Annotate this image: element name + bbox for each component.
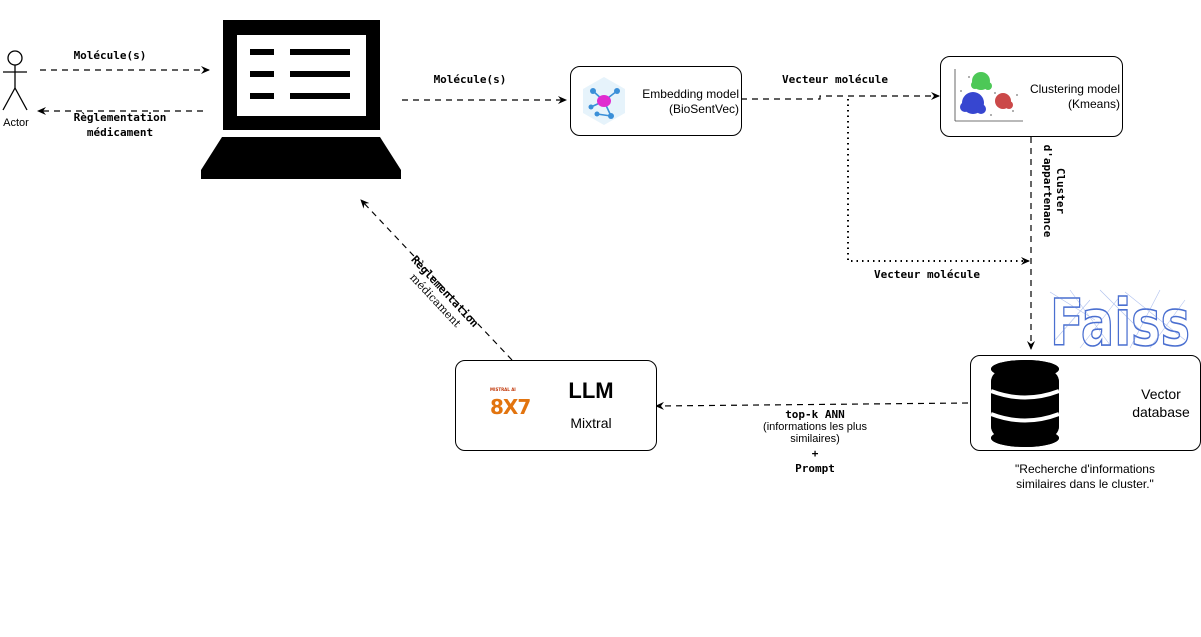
embedding-model-subtitle: (BioSentVec) xyxy=(668,102,739,116)
edge-label-clustering-to-db-line1: Cluster xyxy=(1054,167,1067,215)
edge-label-clustering-to-db: Cluster d'appartenance xyxy=(1041,141,1067,241)
vector-database-subtitle: database xyxy=(1132,404,1190,420)
edge-label-clustering-to-db-line2: d'appartenance xyxy=(1041,144,1054,238)
faiss-logo: Faiss xyxy=(1049,286,1191,362)
embedding-model-title: Embedding model xyxy=(642,87,739,101)
mixtral-logo-small-text: MISTRAL AI xyxy=(490,387,516,392)
edge-label-db-to-llm: top-k ANN (informations les plus similai… xyxy=(740,408,890,475)
laptop-icon xyxy=(201,20,401,179)
vector-database-caption-line2: similaires dans le cluster." xyxy=(1016,477,1154,491)
cluster-scatter-icon xyxy=(954,69,1023,122)
mixtral-logo-text: 8X7 xyxy=(490,395,531,419)
llm-node[interactable]: MISTRAL AI 8X7 LLM Mixtral xyxy=(455,360,657,451)
edge-db-to-llm xyxy=(655,401,969,410)
faiss-logo-text: Faiss xyxy=(1050,287,1190,361)
edge-label-db-to-llm-line1: top-k ANN xyxy=(785,408,845,421)
actor-icon xyxy=(2,50,28,111)
edge-label-db-to-llm-line2: (informations les plus xyxy=(763,421,867,433)
edge-label-embedding-to-clustering: Vecteur molécule xyxy=(782,73,888,86)
vector-database-node[interactable]: Vector database xyxy=(970,355,1201,451)
clustering-model-title: Clustering model xyxy=(1029,82,1120,96)
edge-label-actor-to-laptop: Molécule(s) xyxy=(73,49,147,62)
vector-database-caption-line1: "Recherche d'informations xyxy=(1015,462,1155,476)
edge-llm-to-laptop xyxy=(360,199,513,361)
edge-label-laptop-to-embedding: Molécule(s) xyxy=(433,73,507,86)
embedding-model-node[interactable]: Embedding model (BioSentVec) xyxy=(570,66,742,136)
edge-embedding-to-clustering xyxy=(741,92,940,100)
edge-label-db-to-llm-line5: Prompt xyxy=(795,462,835,475)
llm-subtitle: Mixtral xyxy=(570,415,612,431)
edge-label-laptop-to-actor-line1: Règlementation xyxy=(73,111,167,124)
mixtral-logo: MISTRAL AI 8X7 xyxy=(484,387,544,427)
llm-title: LLM xyxy=(568,378,614,403)
edge-label-embedding-to-db: Vecteur molécule xyxy=(874,268,980,281)
actor-label: Actor xyxy=(3,117,29,129)
clustering-model-subtitle: (Kmeans) xyxy=(1067,97,1120,111)
edge-label-db-to-llm-line3: similaires) xyxy=(790,433,840,445)
edge-label-laptop-to-actor-line2: médicament xyxy=(86,126,154,139)
clustering-model-node[interactable]: Clustering model (Kmeans) xyxy=(940,56,1123,137)
embedding-icon xyxy=(583,77,625,125)
vector-database-title: Vector xyxy=(1141,386,1181,402)
edge-label-db-to-llm-line4: + xyxy=(811,447,819,460)
